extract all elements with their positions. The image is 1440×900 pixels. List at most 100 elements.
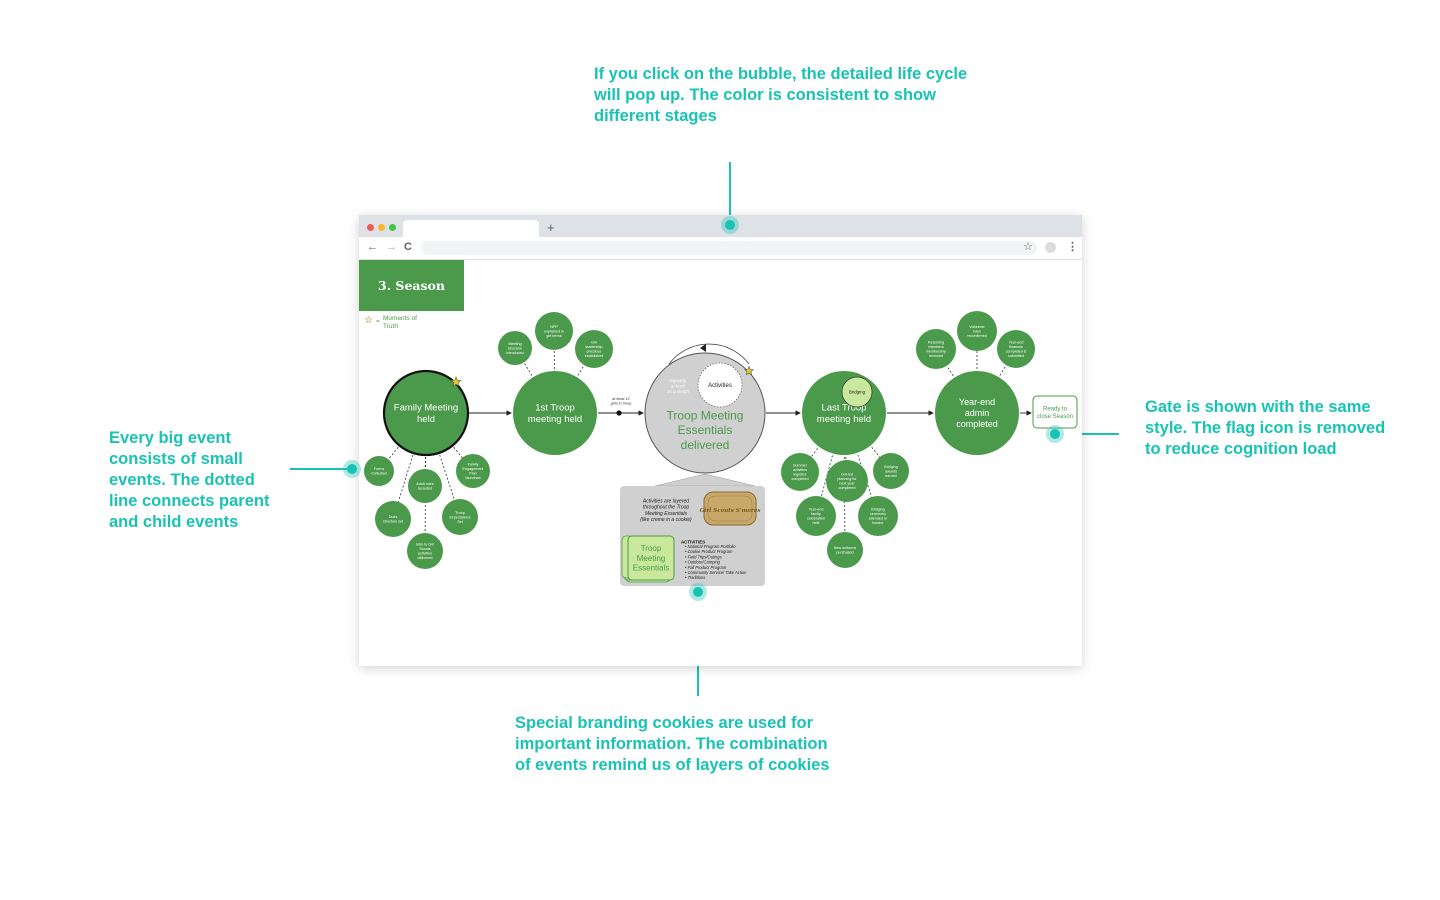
annotation-right-dot xyxy=(1050,429,1060,439)
activity-list-item: • National Program Portfolio xyxy=(685,544,736,549)
close-dot-icon[interactable] xyxy=(367,224,374,231)
bookmark-star-icon[interactable]: ☆ xyxy=(1023,241,1033,253)
last-subevent-bubble[interactable] xyxy=(796,496,836,536)
first-subevent-bubble[interactable] xyxy=(498,331,532,365)
cycle-arc xyxy=(668,343,750,365)
activity-list-item: • Field Trips/Outings xyxy=(685,554,722,559)
annotation-top-dot xyxy=(725,220,735,230)
activities-title: ACTIVITIES xyxy=(681,540,705,545)
forward-arrow-icon[interactable]: → xyxy=(386,241,397,253)
section-title: 3. Season xyxy=(359,260,464,311)
cycle-arrow-icon xyxy=(700,344,706,352)
address-bar-row: ← → C ☆ ⋮ xyxy=(359,237,1082,260)
yearend-subevent-bubble[interactable] xyxy=(916,329,956,369)
annotation-bottom: Special branding cookies are used for im… xyxy=(515,714,830,774)
back-arrow-icon[interactable]: ← xyxy=(367,241,378,253)
legend-equals: = xyxy=(376,318,380,325)
annotation-left-line xyxy=(290,468,350,470)
last-subevent-bubble[interactable] xyxy=(873,453,909,489)
profile-avatar[interactable] xyxy=(1045,242,1056,253)
annotation-bottom-dot xyxy=(693,587,703,597)
url-input[interactable] xyxy=(421,241,1037,255)
first-subevent-bubble[interactable] xyxy=(535,312,573,350)
brand-cookie-text: Girl Scouts S'mores xyxy=(700,508,761,514)
family-subevent-connector xyxy=(392,412,427,520)
family-subevent-bubble[interactable] xyxy=(442,499,478,535)
troop-meeting-essentials-cookie[interactable] xyxy=(627,535,675,581)
family-subevent-bubble[interactable] xyxy=(408,469,442,503)
menu-kebab-icon[interactable]: ⋮ xyxy=(1067,241,1078,253)
maximize-dot-icon[interactable] xyxy=(389,224,396,231)
family-subevent-bubble[interactable] xyxy=(407,533,443,569)
new-tab-button[interactable]: + xyxy=(547,220,555,235)
family-subevent-bubble[interactable] xyxy=(364,456,394,486)
yearend-subevent-bubble[interactable] xyxy=(957,311,997,351)
activity-list-item: • Fall Product Program xyxy=(685,565,727,570)
diagram-canvas: 3. Season ☆ = Moments of Truth at least … xyxy=(359,260,1082,666)
family-subevent-bubble[interactable] xyxy=(375,501,411,537)
main-event-family[interactable] xyxy=(382,369,470,457)
activities-label: Activities xyxy=(708,383,732,389)
bridging-badge[interactable] xyxy=(841,376,873,408)
main-event-first[interactable] xyxy=(513,371,597,455)
yearend-subevent-bubble[interactable] xyxy=(997,330,1035,368)
moment-of-truth-star-icon xyxy=(450,376,462,387)
annotation-right: Gate is shown with the same style. The f… xyxy=(1145,398,1386,458)
activity-list-item: • Outdoor/Camping xyxy=(685,560,721,565)
moment-of-truth-star-icon xyxy=(743,365,755,376)
annotation-left-dot xyxy=(347,464,357,474)
annotation-top: If you click on the bubble, the detailed… xyxy=(594,65,968,125)
first-subevent-bubble[interactable] xyxy=(575,330,613,368)
annotation-right-line xyxy=(1057,433,1119,435)
browser-tab[interactable] xyxy=(403,220,539,237)
main-event-yearend[interactable] xyxy=(935,371,1019,455)
reload-icon[interactable]: C xyxy=(404,241,412,253)
last-subevent-bubble[interactable] xyxy=(858,496,898,536)
minimize-dot-icon[interactable] xyxy=(378,224,385,231)
bridging-label: Bridging xyxy=(849,390,866,395)
gate-ready-to-close[interactable] xyxy=(1032,395,1078,429)
activity-list-item: • Traditions xyxy=(685,575,705,580)
brand-cookie-image xyxy=(707,495,753,522)
activity-list-item: • Cookie Product Program xyxy=(685,549,733,554)
brand-cookie-image xyxy=(703,491,757,526)
last-subevent-bubble[interactable] xyxy=(781,453,819,491)
last-subevent-bubble[interactable] xyxy=(826,460,868,502)
cookie-panel-pointer xyxy=(654,473,756,487)
activity-list-item: • Community Service/ Take Action xyxy=(685,570,747,575)
checkpoint-dot xyxy=(616,410,622,416)
activities-bubble[interactable] xyxy=(697,362,743,408)
annotation-left: Every big event consists of small events… xyxy=(109,429,270,531)
family-subevent-bubble[interactable] xyxy=(456,454,490,488)
legend-text: Moments of Truth xyxy=(383,315,417,330)
annotation-top-line xyxy=(729,162,731,224)
last-subevent-bubble[interactable] xyxy=(827,532,863,568)
